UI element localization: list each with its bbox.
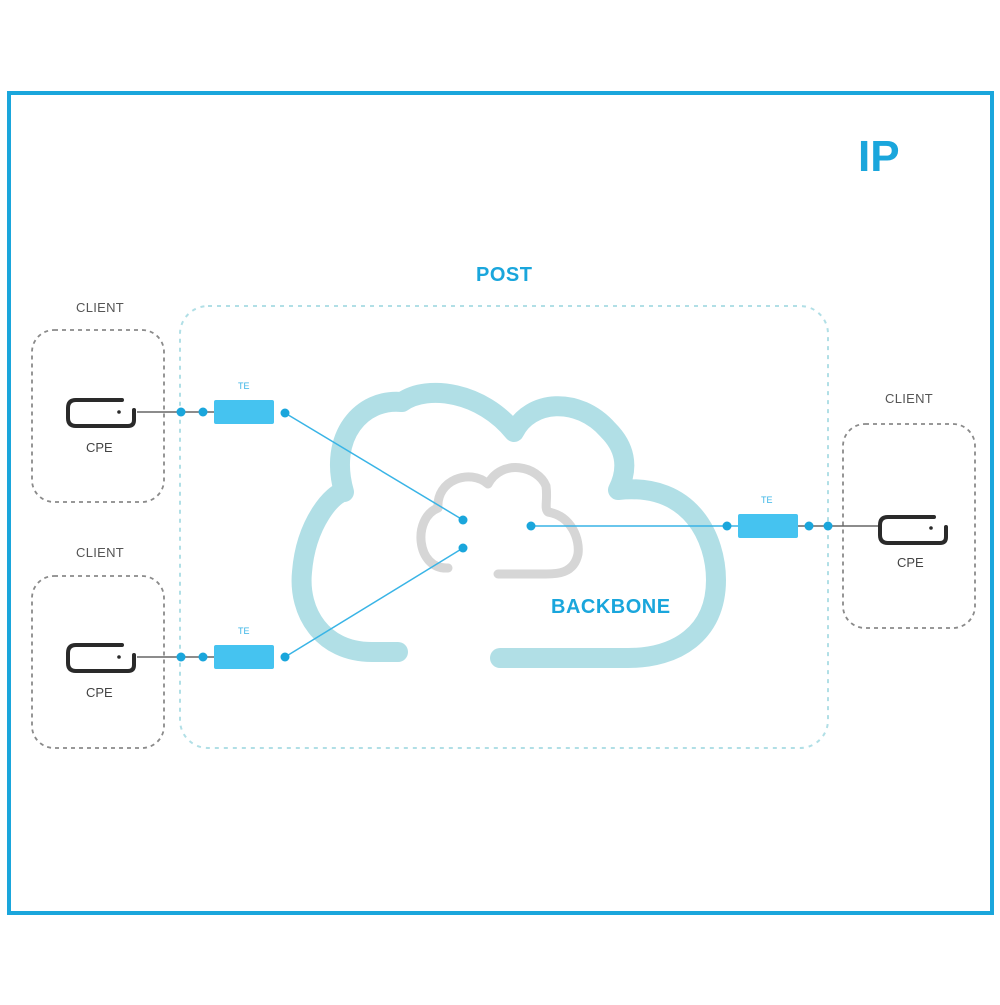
cpe-label: CPE — [86, 685, 113, 700]
inner-cloud — [416, 463, 583, 579]
backbone-label: BACKBONE — [551, 596, 671, 618]
client-box-left-top — [31, 329, 165, 503]
client-label: CLIENT — [76, 300, 125, 315]
dot — [804, 521, 814, 531]
ip-title: IP — [858, 132, 900, 181]
cpe-label: CPE — [86, 440, 113, 455]
te-label: TE — [238, 626, 250, 636]
dot — [176, 407, 186, 417]
cpe-device-icon — [66, 643, 136, 673]
dot — [280, 652, 290, 662]
te-box-left-top — [214, 400, 274, 424]
post-label: POST — [476, 264, 533, 286]
te-box-right — [738, 514, 798, 538]
client-label: CLIENT — [885, 391, 934, 406]
cpe-device-icon — [66, 398, 136, 428]
dot — [280, 408, 290, 418]
link-te-top-to-backbone — [284, 412, 464, 521]
backbone-cloud — [291, 382, 726, 668]
client-box-right — [842, 423, 976, 629]
client-box-left-bottom — [31, 575, 165, 749]
te-label: TE — [238, 381, 250, 391]
dot — [722, 521, 732, 531]
dot — [176, 652, 186, 662]
link-te-bottom-to-backbone — [284, 547, 464, 658]
dot — [198, 652, 208, 662]
dot — [458, 543, 468, 553]
dot — [526, 521, 536, 531]
client-label: CLIENT — [76, 545, 125, 560]
cpe-label: CPE — [897, 555, 924, 570]
te-label: TE — [761, 495, 773, 505]
ip-frame — [7, 91, 994, 915]
connection-dots — [176, 407, 833, 662]
dot — [823, 521, 833, 531]
te-box-left-bottom — [214, 645, 274, 669]
dot — [458, 515, 468, 525]
cpe-device-icon — [878, 515, 948, 545]
dot — [198, 407, 208, 417]
